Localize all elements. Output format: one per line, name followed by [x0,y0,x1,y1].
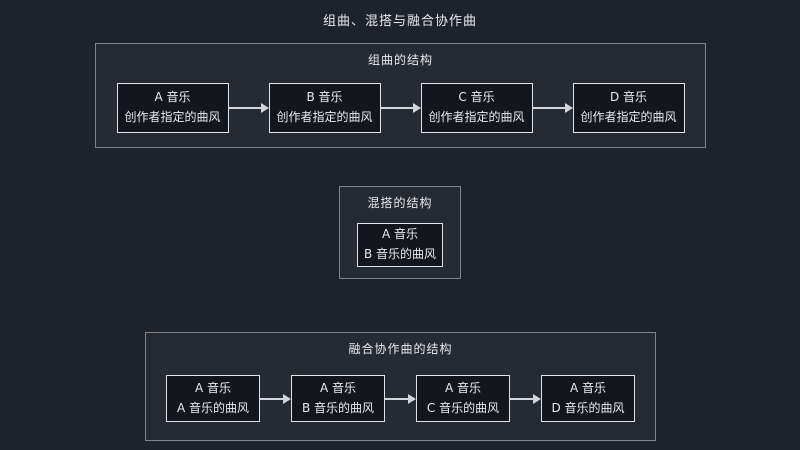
node-label-line2: 创作者指定的曲风 [124,109,221,124]
page-title: 组曲、混搭与融合协作曲 [322,14,477,29]
node-medley-b: B 音乐 创作者指定的曲风 [268,82,381,133]
arrow-shaft [260,397,283,400]
node-label-line1: A 音乐 [381,227,419,242]
arrow-head [564,102,573,113]
arrow-right-icon [532,102,573,113]
medley-node-row: A 音乐 创作者指定的曲风 B 音乐 创作者指定的曲风 C 音乐 创作者指定的曲… [96,68,705,147]
node-label-line2: B 音乐的曲风 [301,400,375,415]
arrow-shaft [228,106,261,109]
node-label-line2: 创作者指定的曲风 [276,109,373,124]
node-fusion-d: A 音乐 D 音乐的曲风 [541,375,635,422]
section-mashup-title: 混搭的结构 [367,196,433,210]
node-mashup-a: A 音乐 B 音乐的曲风 [357,222,443,267]
arrow-head [283,393,291,404]
arrow-right-icon [385,393,416,404]
arrow-shaft [532,106,565,109]
arrow-head [412,102,421,113]
node-medley-c: C 音乐 创作者指定的曲风 [420,82,533,133]
node-fusion-c: A 音乐 C 音乐的曲风 [416,375,510,422]
node-fusion-a: A 音乐 A 音乐的曲风 [166,375,260,422]
node-label-line2: D 音乐的曲风 [551,400,625,415]
node-label-line1: A 音乐 [444,381,482,396]
node-label-line2: 创作者指定的曲风 [580,109,677,124]
node-label-line1: A 音乐 [154,90,191,105]
node-label-line1: D 音乐 [609,90,648,105]
section-mashup: 混搭的结构 A 音乐 B 音乐的曲风 [339,186,461,279]
arrow-right-icon [228,102,269,113]
arrow-head [260,102,269,113]
arrow-right-icon [380,102,421,113]
node-medley-d: D 音乐 创作者指定的曲风 [572,82,685,133]
node-label-line1: A 音乐 [319,381,357,396]
section-fusion: 融合协作曲的结构 A 音乐 A 音乐的曲风 A 音乐 B 音乐的曲风 A 音乐 … [145,332,656,441]
section-medley: 组曲的结构 A 音乐 创作者指定的曲风 B 音乐 创作者指定的曲风 C 音乐 创… [95,43,706,148]
mashup-node-row: A 音乐 B 音乐的曲风 [340,211,460,278]
arrow-right-icon [510,393,541,404]
node-label-line2: 创作者指定的曲风 [428,109,525,124]
node-medley-a: A 音乐 创作者指定的曲风 [116,82,229,133]
node-label-line2: B 音乐的曲风 [363,246,437,261]
node-label-line1: A 音乐 [194,381,232,396]
fusion-node-row: A 音乐 A 音乐的曲风 A 音乐 B 音乐的曲风 A 音乐 C 音乐的曲风 A… [146,357,655,440]
node-label-line1: B 音乐 [306,90,343,105]
arrow-shaft [385,397,408,400]
section-fusion-title: 融合协作曲的结构 [348,342,453,356]
arrow-shaft [510,397,533,400]
arrow-shaft [380,106,413,109]
node-label-line1: C 音乐 [458,90,495,105]
section-medley-title: 组曲的结构 [367,53,433,67]
node-label-line2: A 音乐的曲风 [176,400,250,415]
arrow-right-icon [260,393,291,404]
node-label-line2: C 音乐的曲风 [426,400,500,415]
arrow-head [533,393,541,404]
node-fusion-b: A 音乐 B 音乐的曲风 [291,375,385,422]
arrow-head [408,393,416,404]
node-label-line1: A 音乐 [569,381,607,396]
